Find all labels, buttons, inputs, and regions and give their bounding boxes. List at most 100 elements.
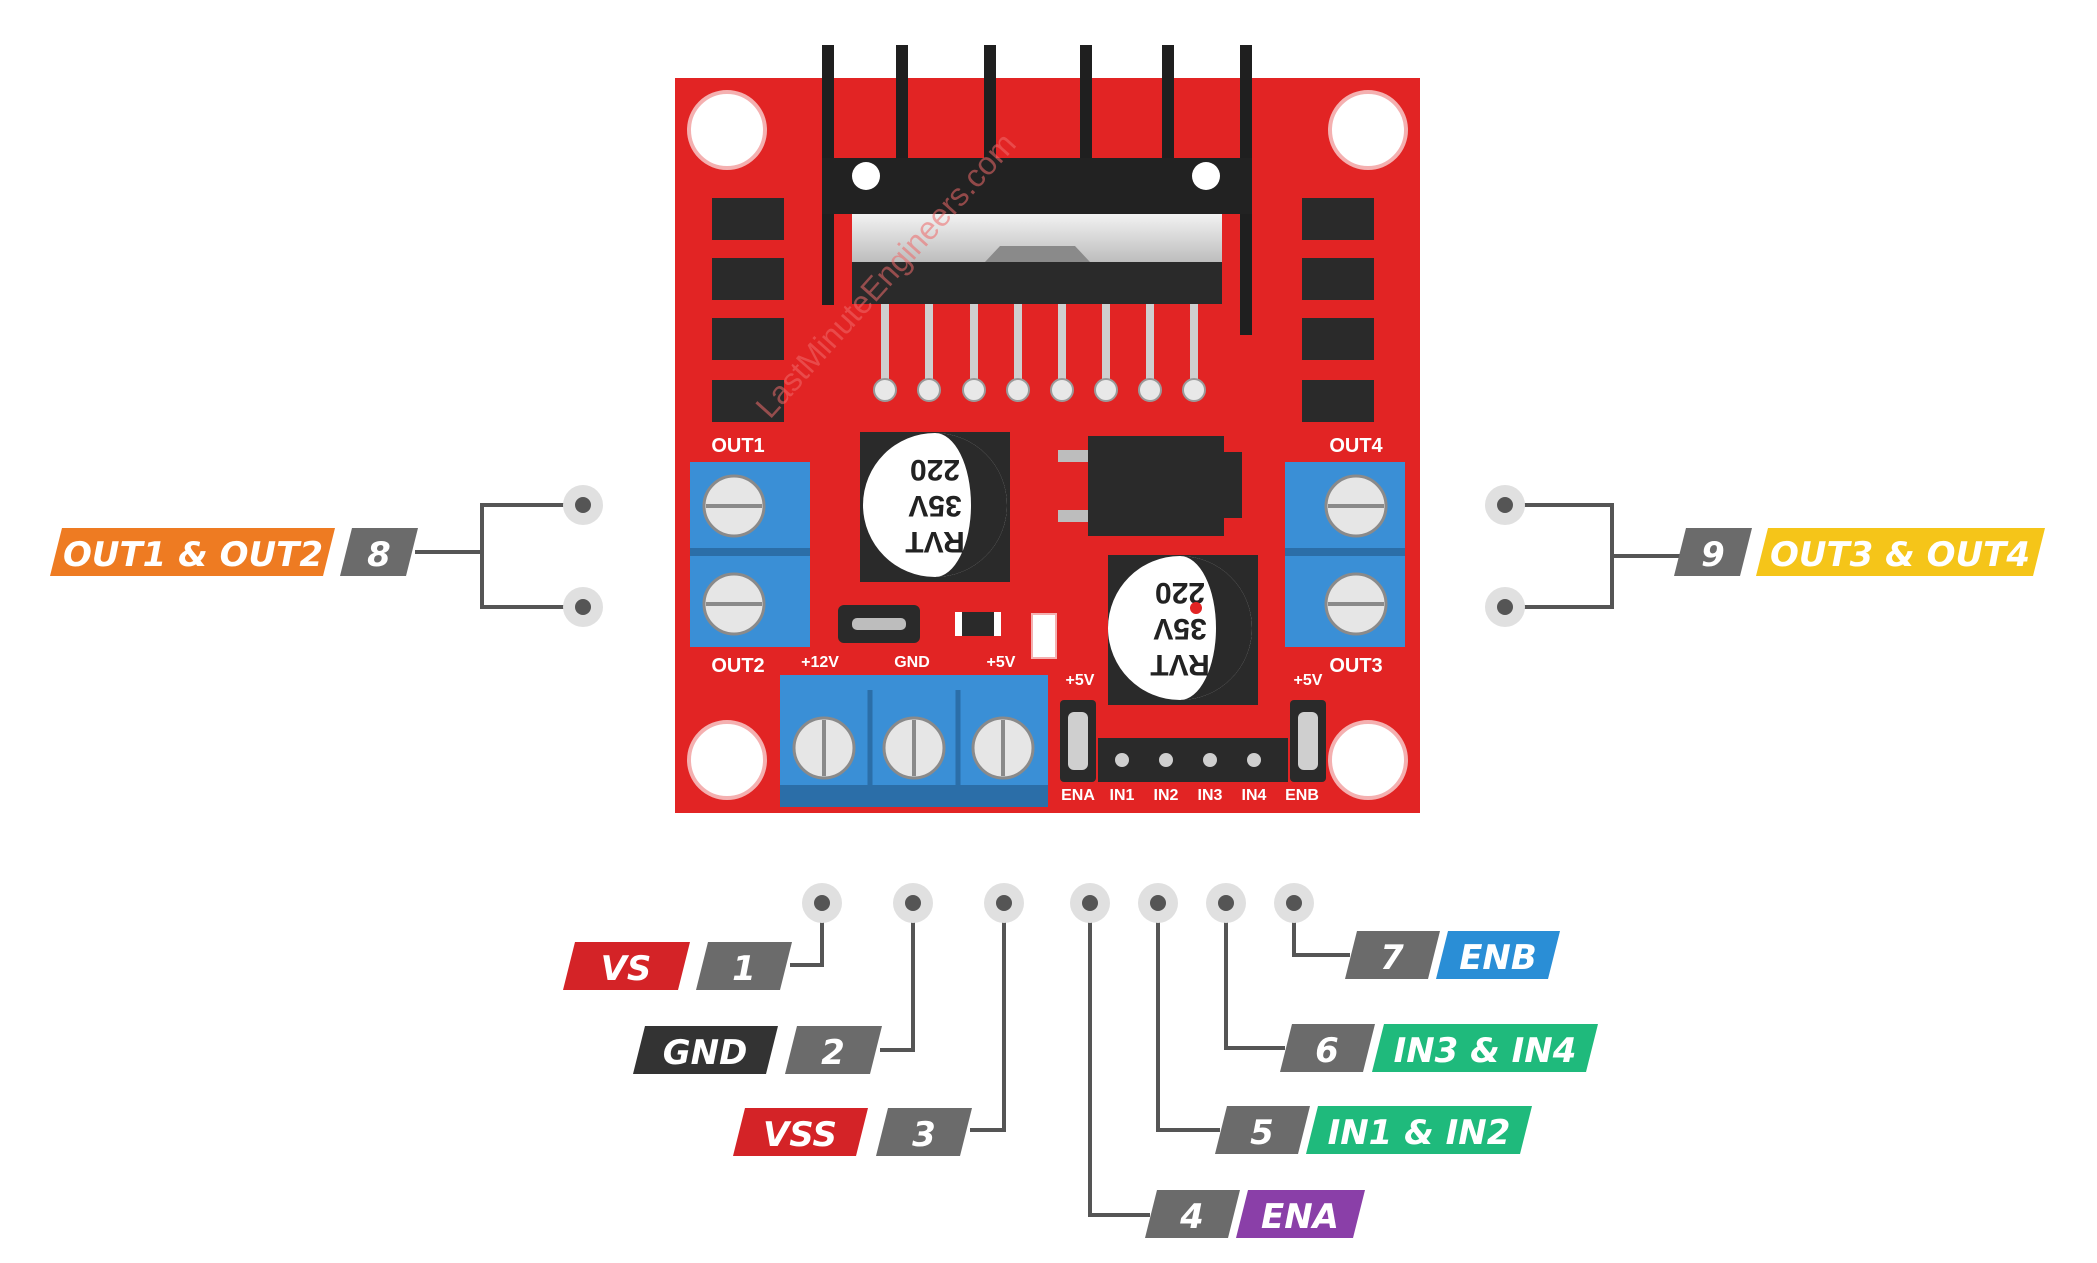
heatsink-fin: [1162, 45, 1174, 195]
pin-2-tag: 2 GND: [633, 1026, 882, 1074]
control-header: [1060, 700, 1326, 782]
label-gnd: GND: [894, 654, 930, 671]
leader-pin-3: [970, 903, 1006, 1132]
pin-number-tag: [696, 942, 792, 990]
leader-pin-8-bracket: [480, 503, 583, 609]
jumper-pin: [1298, 712, 1318, 770]
terminal-base: [780, 785, 1048, 807]
capacitor-text-line1: RVT: [905, 525, 964, 558]
polarity-dot: [1190, 602, 1202, 614]
pin-label-tag: [1372, 1024, 1598, 1072]
pin-number: 5: [1250, 1113, 1274, 1153]
header-pin-in1: [1115, 753, 1129, 767]
ic-solder-pad: [1050, 378, 1074, 402]
power-led: [1031, 613, 1057, 659]
pin-dot-8b: [563, 587, 603, 627]
regulator-lead: [1058, 510, 1088, 522]
terminal-power: [780, 675, 1048, 807]
pin-label-tag: [563, 942, 690, 990]
pin-number: 7: [1380, 938, 1404, 978]
label-5v: +5V: [987, 654, 1016, 671]
label-out3: OUT3: [1329, 655, 1382, 677]
smd-resistor-body: [962, 612, 994, 636]
ic-solder-pad: [917, 378, 941, 402]
pin-number: 6: [1315, 1031, 1339, 1071]
capacitor-text-line3: 220: [910, 453, 960, 486]
terminal-divider: [1285, 548, 1405, 556]
leader-pin-6: [1224, 903, 1285, 1050]
ic-pin: [1146, 304, 1154, 384]
mounting-hole: [687, 90, 767, 170]
pin-label: IN1 & IN2: [1328, 1113, 1511, 1153]
pin-dot-3: [984, 883, 1024, 923]
pin-dots: [563, 485, 1525, 923]
ic-pin: [881, 304, 889, 384]
ic-pin: [1190, 304, 1198, 384]
mounting-hole: [1328, 720, 1408, 800]
pin-label-tag: [733, 1108, 868, 1156]
terminal-out1-out2: [690, 462, 810, 647]
leader-pin-1: [790, 903, 824, 967]
mounting-holes: [687, 90, 1408, 800]
diode: [712, 198, 784, 240]
diode: [1302, 380, 1374, 422]
leader-pin-4: [1088, 903, 1150, 1217]
diode: [1302, 318, 1374, 360]
regulator-tab: [1224, 452, 1242, 518]
pcb-board: RVT 35V 220 RVT 35V 220: [675, 45, 1420, 813]
pin-dot-5: [1138, 883, 1178, 923]
pin-label: ENA: [1261, 1197, 1339, 1237]
diode: [1302, 198, 1374, 240]
pin-8-tag: 8 OUT1 & OUT2: [50, 528, 418, 576]
pin-number-tag: [340, 528, 418, 576]
ic-pin: [970, 304, 978, 384]
diode: [712, 258, 784, 300]
pin-dot-9b: [1485, 587, 1525, 627]
label-enb: ENB: [1285, 787, 1319, 804]
pin-dot-7: [1274, 883, 1314, 923]
label-out1: OUT1: [711, 435, 764, 457]
heatsink-fin: [984, 45, 996, 195]
header-pin-in4: [1247, 753, 1261, 767]
pin-6-tag: 6 IN3 & IN4: [1280, 1024, 1598, 1072]
heatsink-fin: [896, 45, 908, 195]
pin-label: IN3 & IN4: [1394, 1031, 1577, 1071]
pin-label-tag: [1436, 931, 1560, 979]
diodes-right: [1302, 198, 1374, 422]
jumper-pin: [852, 618, 906, 630]
pin-label: OUT1 & OUT2: [63, 535, 323, 575]
label-out4: OUT4: [1329, 435, 1383, 457]
pin-label-tag: [1236, 1190, 1365, 1238]
pin-label-tag: [633, 1026, 778, 1074]
ic-solder-pad: [873, 378, 897, 402]
leader-pin-5: [1156, 903, 1220, 1132]
heatsink-fin: [1080, 45, 1092, 195]
pin-label-tag: [1306, 1106, 1532, 1154]
pin-dot-8a: [563, 485, 603, 525]
heatsink: [822, 45, 1252, 335]
capacitor-stripe: [935, 433, 1007, 577]
pin-label: GND: [663, 1033, 748, 1073]
silkscreen-labels: OUT1 OUT2 OUT4 OUT3 +12V GND +5V +5V +5V…: [711, 435, 1383, 804]
ic-pin: [1058, 304, 1066, 384]
pin-label: VS: [601, 949, 652, 989]
ic-solder-pad: [1006, 378, 1030, 402]
heatsink-notch: [985, 246, 1090, 262]
heatsink-screw: [1192, 162, 1220, 190]
capacitor-2: RVT 35V 220: [1108, 555, 1258, 705]
ic-pin: [1102, 304, 1110, 384]
pin-number-tag: [785, 1026, 882, 1074]
pin-number-tag: [1674, 528, 1752, 576]
terminal-divider: [690, 548, 810, 556]
ic-pin: [925, 304, 933, 384]
label-in1: IN1: [1110, 787, 1135, 804]
pin-number: 9: [1701, 535, 1725, 575]
regulator-body: [1088, 436, 1224, 536]
regulator-lead: [1058, 450, 1088, 462]
capacitor-text-line2: 35V: [908, 489, 961, 522]
diode: [712, 318, 784, 360]
label-5v-ena: +5V: [1066, 672, 1095, 689]
heatsink-screw: [852, 162, 880, 190]
ic-solder-pad: [1182, 378, 1206, 402]
